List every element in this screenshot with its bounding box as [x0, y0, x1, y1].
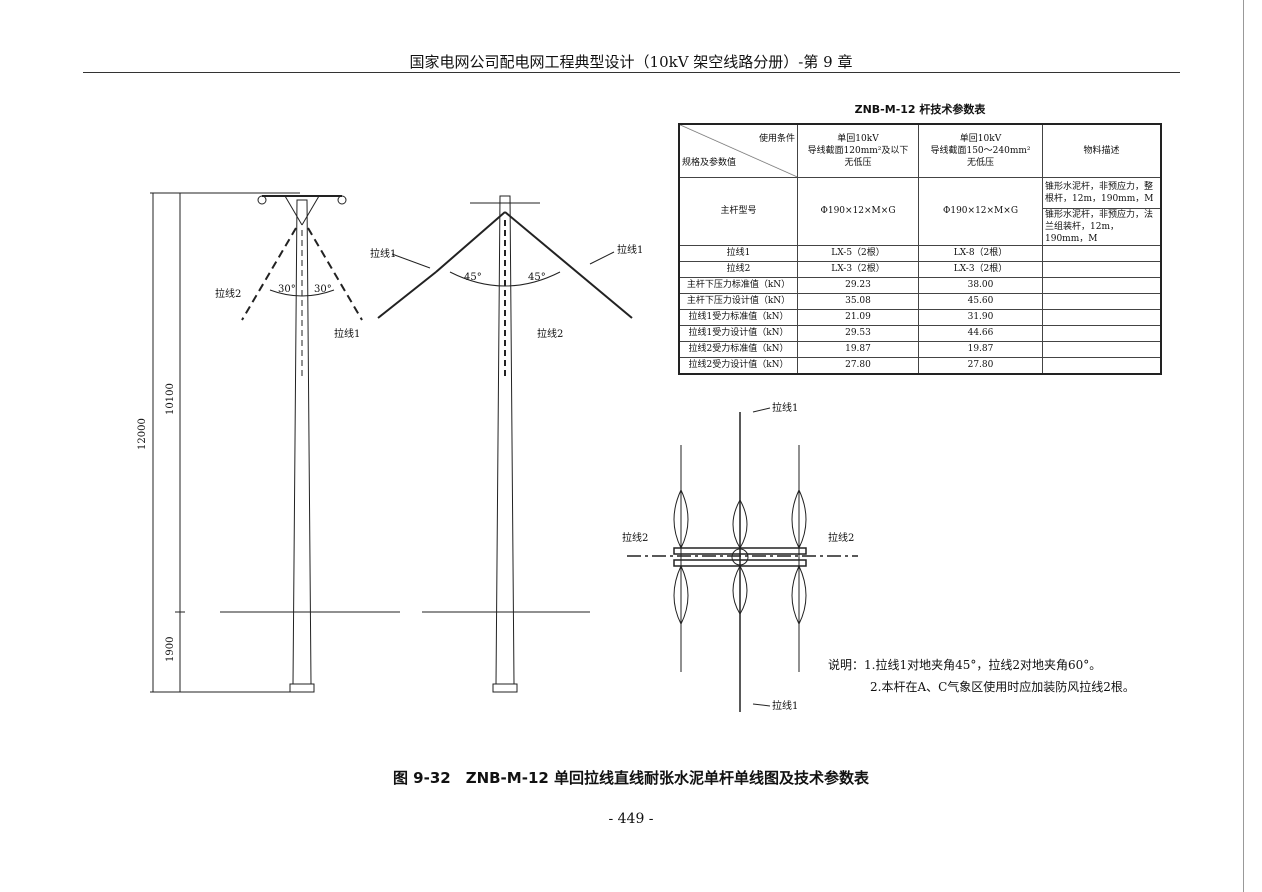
page-border [1243, 0, 1244, 892]
page-number: - 449 - [608, 811, 654, 827]
cell-label: 拉线2受力设计值（kN） [678, 356, 798, 374]
cell-v2: 27.80 [918, 356, 1043, 374]
corner-top: 使用条件 [758, 133, 795, 144]
table-title: ZNB-M-12 杆技术参数表 [854, 103, 986, 116]
page-header: 国家电网公司配电网工程典型设计（10kV 架空线路分册）-第 9 章 [409, 53, 853, 71]
pole-v1: Φ190×12×M×G [797, 176, 919, 246]
label-guy1-left: 拉线1 [370, 247, 396, 260]
plan-guy2-left: 拉线2 [622, 531, 648, 544]
cell-empty [1042, 356, 1162, 374]
notes: 说明：1.拉线1对地夹角45°，拉线2对地夹角60°。 2.本杆在A、C气象区使… [828, 654, 1135, 698]
pole-desc1: 锥形水泥杆，非预应力，整根杆，12m，190mm，M [1042, 176, 1162, 209]
dim-below: 1900 [165, 637, 176, 662]
cell-empty [1042, 340, 1162, 358]
note-2: 2.本杆在A、C气象区使用时应加装防风拉线2根。 [870, 680, 1135, 694]
angle-45-right: 45° [528, 272, 546, 283]
col3-header: 物料描述 [1042, 123, 1162, 178]
cell-v2: 19.87 [918, 340, 1043, 358]
plan-guy2-right: 拉线2 [828, 531, 854, 544]
figure-caption: 图 9-32 ZNB-M-12 单回拉线直线耐张水泥单杆单线图及技术参数表 [392, 769, 870, 787]
label-guy1: 拉线1 [334, 327, 360, 340]
pole-desc2: 锥形水泥杆，非预应力，法兰组装杆，12m，190mm，M [1042, 207, 1162, 246]
note-1: 说明：1.拉线1对地夹角45°，拉线2对地夹角60°。 [828, 658, 1102, 672]
label-guy2-pole2: 拉线2 [537, 327, 563, 340]
corner-header: 使用条件 规格及参数值 [678, 123, 798, 178]
plan-guy1-top: 拉线1 [772, 401, 798, 414]
dim-above: 10100 [165, 383, 176, 415]
angle-45-left: 45° [464, 272, 482, 283]
dim-total: 12000 [137, 418, 148, 450]
label-guy2: 拉线2 [215, 287, 241, 300]
header-rule [83, 72, 1180, 73]
angle-30-left: 30° [278, 284, 296, 295]
plan-guy1-bottom: 拉线1 [772, 699, 798, 712]
corner-bottom: 规格及参数值 [682, 157, 737, 168]
label-guy1-right: 拉线1 [617, 243, 643, 256]
pole-label: 主杆型号 [678, 176, 798, 246]
angle-30-right: 30° [314, 284, 332, 295]
